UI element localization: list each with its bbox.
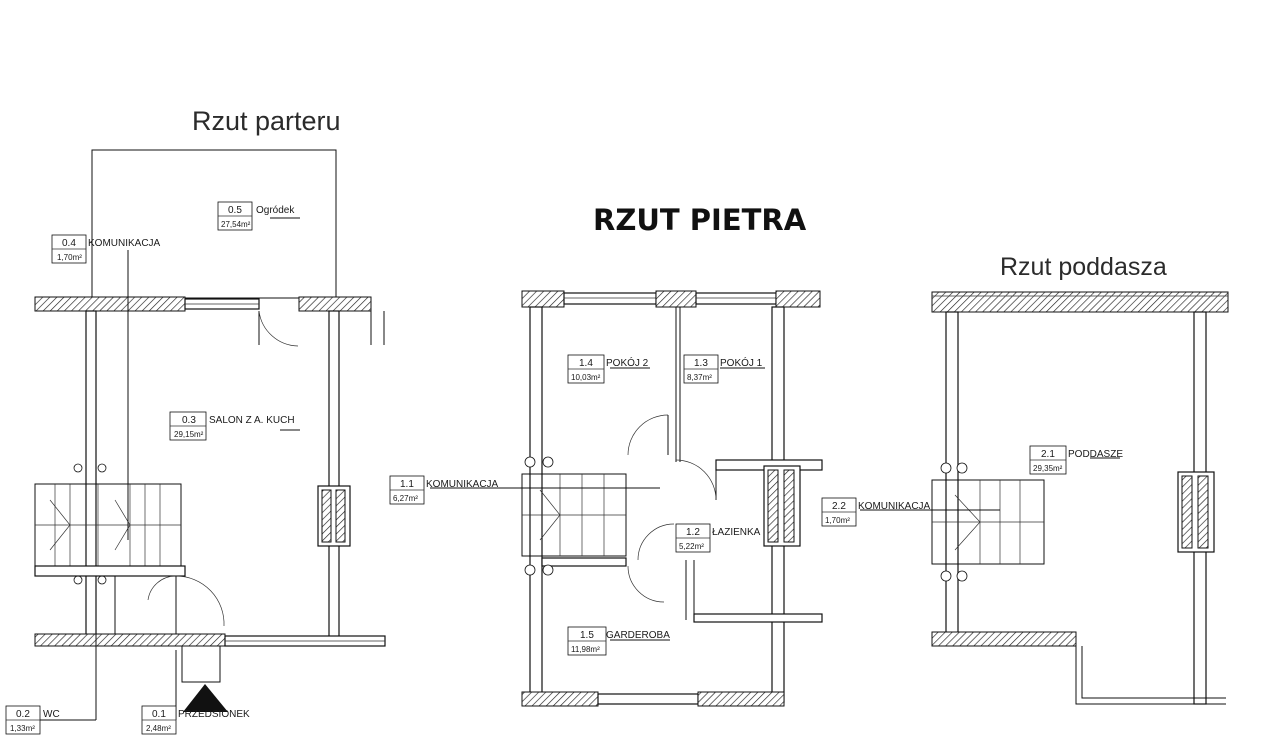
svg-text:PODDASZE: PODDASZE [1068, 449, 1123, 460]
svg-text:0.2: 0.2 [16, 709, 30, 720]
svg-text:1.5: 1.5 [580, 630, 594, 641]
first-floor-plan [430, 290, 823, 707]
ground-top-wall-right [298, 296, 372, 312]
svg-text:GARDEROBA: GARDEROBA [606, 630, 670, 641]
ground-floor-title: Rzut parteru [192, 106, 341, 136]
svg-text:27,54m²: 27,54m² [221, 220, 251, 229]
svg-text:5,22m²: 5,22m² [679, 542, 704, 551]
entrance-door [181, 645, 221, 683]
room-label-1-4: 1.4 POKÓJ 2 10,03m² [567, 354, 649, 384]
svg-text:29,35m²: 29,35m² [1033, 464, 1063, 473]
svg-text:KOMUNIKACJA: KOMUNIKACJA [88, 238, 161, 249]
garden-outline [91, 149, 337, 299]
svg-text:10,03m²: 10,03m² [571, 373, 601, 382]
svg-text:KOMUNIKACJA: KOMUNIKACJA [426, 479, 499, 490]
svg-text:1.2: 1.2 [686, 527, 700, 538]
ground-floor-plan [34, 149, 386, 721]
attic-title: Rzut poddasza [1000, 253, 1167, 281]
svg-text:ŁAZIENKA: ŁAZIENKA [712, 527, 761, 538]
room-label-1-5: 1.5 GARDEROBA 11,98m² [567, 626, 670, 656]
ground-left-wall [85, 310, 97, 642]
svg-text:2.2: 2.2 [832, 501, 846, 512]
svg-text:1,70m²: 1,70m² [825, 516, 850, 525]
svg-text:SALON Z A. KUCH: SALON Z A. KUCH [209, 415, 295, 426]
svg-text:29,15m²: 29,15m² [174, 430, 204, 439]
svg-text:POKÓJ 2: POKÓJ 2 [606, 356, 649, 369]
svg-text:2.1: 2.1 [1041, 449, 1055, 460]
svg-text:1.4: 1.4 [579, 358, 593, 369]
svg-text:0.4: 0.4 [62, 238, 76, 249]
svg-text:Ogródek: Ogródek [256, 205, 295, 216]
door-swing-top [258, 310, 299, 347]
svg-text:WC: WC [43, 709, 60, 720]
room-label-0-5: 0.5 Ogródek 27,54m² [217, 201, 295, 231]
svg-text:0.3: 0.3 [182, 415, 196, 426]
svg-text:8,37m²: 8,37m² [687, 373, 712, 382]
svg-text:6,27m²: 6,27m² [393, 494, 418, 503]
ground-stairs [34, 463, 182, 585]
room-label-0-2: 0.2 WC 1,33m² [5, 705, 60, 735]
svg-text:1.3: 1.3 [694, 358, 708, 369]
entrance-arrow [183, 684, 228, 712]
room-label-0-1: 0.1 PRZEDSIONEK 2,48m² [141, 705, 250, 735]
svg-text:KOMUNIKACJA: KOMUNIKACJA [858, 501, 931, 512]
svg-text:1,70m²: 1,70m² [57, 253, 82, 262]
svg-text:2,48m²: 2,48m² [146, 724, 171, 733]
room-label-1-1: 1.1 KOMUNIKACJA 6,27m² [389, 475, 499, 505]
room-label-2-2: 2.2 KOMUNIKACJA 1,70m² [821, 497, 931, 527]
room-label-1-3: 1.3 POKÓJ 1 8,37m² [683, 354, 763, 384]
svg-text:11,98m²: 11,98m² [571, 645, 600, 654]
svg-text:PRZEDSIONEK: PRZEDSIONEK [178, 709, 250, 720]
svg-text:1.1: 1.1 [400, 479, 414, 490]
room-label-1-2: 1.2 ŁAZIENKA 5,22m² [675, 523, 761, 553]
svg-text:0.5: 0.5 [228, 205, 242, 216]
ground-top-wall-left [34, 296, 186, 312]
attic-plan [860, 291, 1229, 705]
room-label-0-4: 0.4 KOMUNIKACJA 1,70m² [51, 234, 161, 264]
door-swing-entry [175, 575, 225, 627]
svg-text:0.1: 0.1 [152, 709, 166, 720]
room-label-0-3: 0.3 SALON Z A. KUCH 29,15m² [169, 411, 295, 441]
ground-right-wall [328, 310, 340, 642]
first-floor-title: RZUT PIETRA [593, 203, 807, 237]
ground-bottom-wall-left [34, 633, 226, 647]
room-label-2-1: 2.1 PODDASZE 29,35m² [1029, 445, 1123, 475]
svg-text:1,33m²: 1,33m² [10, 724, 35, 733]
ground-lower-wall [34, 565, 186, 577]
svg-text:POKÓJ 1: POKÓJ 1 [720, 356, 763, 369]
